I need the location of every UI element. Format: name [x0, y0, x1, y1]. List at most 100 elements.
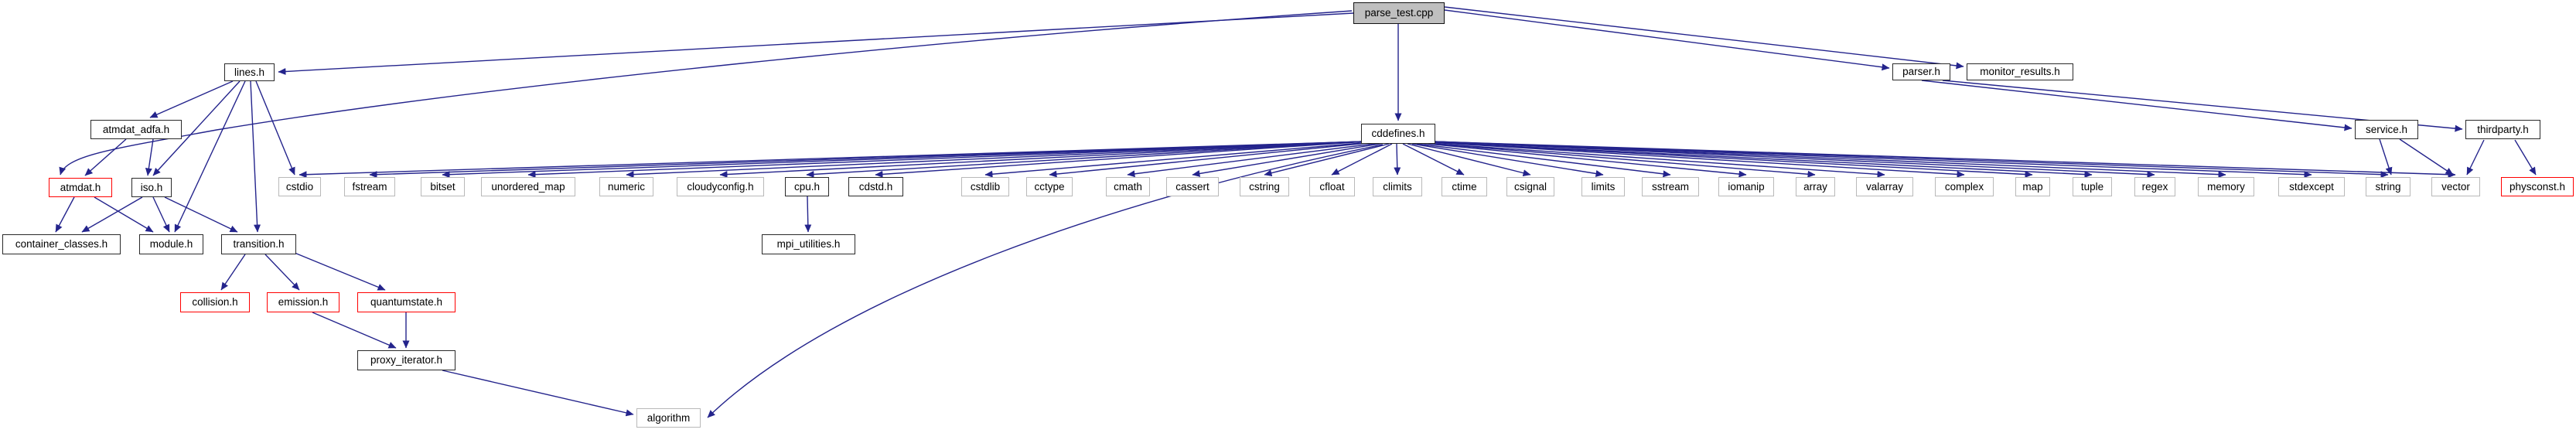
graph-node-climits: climits: [1373, 177, 1422, 196]
edge-cddefines.h-cctype: [1049, 141, 1376, 178]
graph-node-lines.h[interactable]: lines.h: [224, 63, 275, 81]
graph-node-parser.h[interactable]: parser.h: [1892, 63, 1950, 80]
edge-cddefines.h-map: [1430, 141, 2033, 178]
edge-parse_test.cpp-lines.h: [278, 12, 1354, 75]
graph-node-cstdlib: cstdlib: [961, 177, 1009, 196]
edge-parser.h-service.h: [1921, 80, 2353, 131]
edge-parse_test.cpp-parser.h: [1444, 9, 1890, 71]
edge-cddefines.h-valarray: [1425, 142, 1885, 178]
edge-parse_test.cpp-monitor_results.h: [1444, 6, 1964, 70]
graph-node-cassert: cassert: [1166, 177, 1219, 196]
graph-node-bitset: bitset: [421, 177, 465, 196]
graph-node-valarray: valarray: [1856, 177, 1913, 196]
edge-atmdat.h-module.h: [94, 196, 154, 233]
graph-node-transition.h[interactable]: transition.h: [221, 234, 296, 254]
edge-cddefines.h-cdstd.h: [875, 141, 1366, 178]
graph-node-service.h[interactable]: service.h: [2355, 120, 2418, 139]
graph-node-quantumstate.h[interactable]: quantumstate.h: [357, 292, 455, 312]
edge-service.h-string: [2379, 138, 2393, 176]
edge-emission.h-proxy_iterator.h: [312, 312, 397, 349]
edge-atmdat_adfa.h-atmdat.h: [84, 138, 127, 176]
graph-node-cpu.h[interactable]: cpu.h: [785, 177, 829, 196]
graph-node-numeric: numeric: [599, 177, 653, 196]
edge-cddefines.h-algorithm: [707, 144, 1384, 418]
edge-iso.h-container_classes.h: [81, 196, 143, 233]
graph-node-regex: regex: [2134, 177, 2175, 196]
graph-node-emission.h[interactable]: emission.h: [267, 292, 339, 312]
edge-transition.h-emission.h: [264, 254, 300, 291]
graph-node-vector: vector: [2431, 177, 2480, 196]
edge-cddefines.h-cpu.h: [806, 141, 1365, 178]
edge-lines.h-module.h: [174, 80, 246, 233]
edge-thirdparty.h-vector: [2466, 139, 2485, 176]
graph-node-cdstd.h[interactable]: cdstd.h: [848, 177, 903, 196]
edge-lines.h-atmdat_adfa.h: [149, 80, 234, 118]
edge-transition.h-quantumstate.h: [294, 252, 386, 291]
edge-cddefines.h-cassert: [1192, 142, 1385, 177]
edge-cddefines.h-csignal: [1407, 143, 1531, 177]
edge-lines.h-iso.h: [152, 80, 241, 176]
edge-lines.h-transition.h: [250, 80, 261, 233]
graph-node-cstring: cstring: [1240, 177, 1289, 196]
edge-atmdat.h-container_classes.h: [55, 196, 75, 233]
edge-iso.h-transition.h: [164, 196, 238, 233]
edge-iso.h-module.h: [152, 196, 170, 233]
edge-cddefines.h-ctime: [1402, 143, 1465, 176]
graph-node-array: array: [1796, 177, 1835, 196]
graph-node-unordered_map: unordered_map: [481, 177, 575, 196]
edge-cddefines.h-cfloat: [1331, 143, 1393, 176]
edge-cddefines.h-unordered_map: [527, 141, 1365, 179]
graph-node-collision.h[interactable]: collision.h: [180, 292, 250, 312]
graph-node-cmath: cmath: [1106, 177, 1150, 196]
edge-transition.h-collision.h: [220, 254, 246, 291]
edge-atmdat_adfa.h-iso.h: [145, 138, 154, 176]
graph-node-monitor_results.h[interactable]: monitor_results.h: [1967, 63, 2073, 80]
graph-node-cloudyconfig.h: cloudyconfig.h: [677, 177, 764, 196]
edge-cddefines.h-cloudyconfig.h: [719, 141, 1365, 179]
graph-node-atmdat.h[interactable]: atmdat.h: [49, 178, 112, 197]
graph-node-physconst.h[interactable]: physconst.h: [2501, 177, 2574, 196]
edge-cddefines.h-cstring: [1264, 143, 1390, 177]
edge-cpu.h-mpi_utilities.h: [804, 196, 812, 233]
edge-service.h-vector: [2399, 138, 2454, 176]
graph-node-algorithm: algorithm: [636, 408, 701, 428]
graph-node-parse_test.cpp: parse_test.cpp: [1353, 2, 1445, 24]
edge-lines.h-cstdio: [255, 80, 295, 176]
graph-node-iso.h[interactable]: iso.h: [131, 178, 172, 197]
graph-node-fstream: fstream: [344, 177, 395, 196]
edge-proxy_iterator.h-algorithm: [442, 370, 634, 417]
graph-node-memory: memory: [2198, 177, 2254, 196]
edge-cddefines.h-cmath: [1127, 142, 1380, 178]
edge-cddefines.h-complex: [1428, 141, 1965, 178]
edge-cddefines.h-bitset: [442, 141, 1365, 179]
graph-node-complex: complex: [1935, 177, 1994, 196]
graph-node-string: string: [2366, 177, 2411, 196]
edge-cddefines.h-sstream: [1416, 143, 1671, 178]
edge-cddefines.h-iomanip: [1419, 142, 1747, 178]
edge-cddefines.h-numeric: [626, 141, 1365, 179]
edge-cddefines.h-tuple: [1431, 141, 2093, 179]
graph-node-cddefines.h[interactable]: cddefines.h: [1361, 124, 1435, 144]
graph-node-mpi_utilities.h[interactable]: mpi_utilities.h: [762, 234, 855, 254]
graph-node-module.h[interactable]: module.h: [139, 234, 203, 254]
graph-node-cstdio: cstdio: [278, 177, 321, 196]
graph-node-atmdat_adfa.h[interactable]: atmdat_adfa.h: [90, 120, 182, 139]
graph-node-ctime: ctime: [1442, 177, 1487, 196]
graph-node-cctype: cctype: [1026, 177, 1073, 196]
edge-cddefines.h-vector: [1431, 141, 2456, 179]
edge-cddefines.h-cstdlib: [984, 141, 1371, 178]
graph-node-sstream: sstream: [1642, 177, 1699, 196]
graph-node-limits: limits: [1581, 177, 1625, 196]
graph-node-stdexcept: stdexcept: [2278, 177, 2345, 196]
graph-node-proxy_iterator.h[interactable]: proxy_iterator.h: [357, 350, 455, 370]
edge-cddefines.h-array: [1422, 142, 1816, 178]
graph-node-iomanip: iomanip: [1718, 177, 1774, 196]
edge-cddefines.h-limits: [1411, 143, 1604, 177]
graph-node-thirdparty.h[interactable]: thirdparty.h: [2465, 120, 2540, 139]
graph-node-tuple: tuple: [2073, 177, 2112, 196]
graph-node-cfloat: cfloat: [1309, 177, 1355, 196]
graph-node-container_classes.h[interactable]: container_classes.h: [2, 234, 121, 254]
graph-node-csignal: csignal: [1506, 177, 1554, 196]
